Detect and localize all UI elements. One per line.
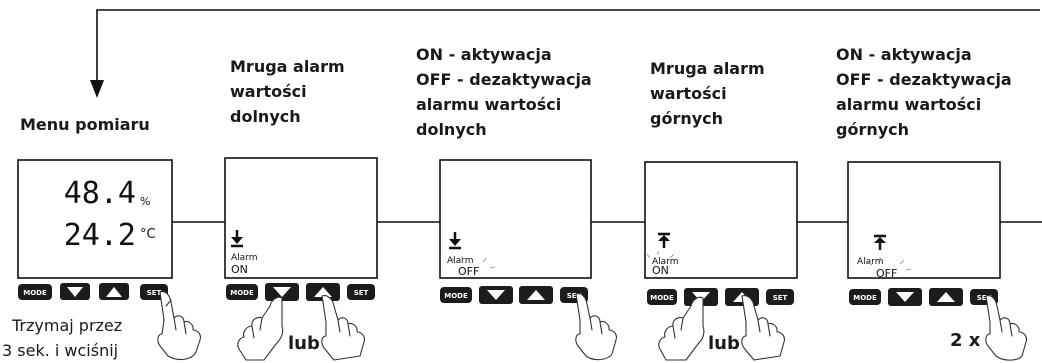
button-row-5: MODE SET <box>849 288 998 306</box>
caption-line: dolnych <box>230 107 301 126</box>
alarm-label: Alarm <box>652 257 678 267</box>
mode-button-label: MODE <box>23 289 47 297</box>
alarm-state: ON <box>652 264 669 277</box>
caption-step-2: Mruga alarm wartości dolnych <box>230 54 345 129</box>
mode-button[interactable] <box>226 284 258 300</box>
caption-line: ON - aktywacja <box>836 45 972 64</box>
caption-line: alarmu wartości <box>416 95 562 114</box>
down-arrow-icon <box>273 287 291 297</box>
loop-connector <box>96 9 1040 84</box>
mode-button-label: MODE <box>650 294 674 302</box>
repeat-count-label: 2 x <box>950 330 981 351</box>
alarm-label: Alarm <box>231 253 257 263</box>
set-button-label: SET <box>773 294 788 302</box>
caption-line: górnych <box>836 120 910 139</box>
mode-button-label: MODE <box>230 289 254 297</box>
down-arrow-icon <box>67 287 83 297</box>
caption-line: Mruga alarm <box>650 59 765 78</box>
caption-line: alarmu wartości <box>836 95 982 114</box>
alarm-label: Alarm <box>857 257 883 267</box>
display-frame-1 <box>17 159 173 279</box>
hand-pointer-icon <box>658 296 705 361</box>
caption-step-3: ON - aktywacja OFF - dezaktywacja alarmu… <box>416 42 592 142</box>
hand-pointer-icon <box>157 291 201 361</box>
hand-pointer-icon <box>985 295 1027 361</box>
caption-line: górnych <box>650 109 724 128</box>
mode-button[interactable] <box>440 287 472 303</box>
or-label-1: lub <box>288 333 320 354</box>
display-frame-4 <box>644 161 798 279</box>
caption-line: ON - aktywacja <box>416 45 552 64</box>
reading-humidity: 48.4 <box>64 176 136 211</box>
mode-button[interactable] <box>849 289 881 305</box>
hand-pointer-icon <box>237 296 284 361</box>
mode-button[interactable] <box>18 284 52 300</box>
set-button-label: SET <box>147 289 162 297</box>
mode-button-label: MODE <box>444 292 468 300</box>
hold-instruction-line-2: 3 sek. i wciśnij <box>2 341 119 360</box>
display-frame-5 <box>847 161 1001 279</box>
caption-line: OFF - dezaktywacja <box>416 70 592 89</box>
up-arrow-icon <box>106 287 122 297</box>
up-arrow-icon <box>527 290 545 300</box>
caption-line: Menu pomiaru <box>20 115 150 134</box>
up-arrow-icon <box>314 287 332 297</box>
caption-line: OFF - dezaktywacja <box>836 70 1012 89</box>
set-button[interactable] <box>347 284 375 300</box>
alarm-state: ON <box>231 263 248 276</box>
alarm-low-icon <box>231 230 243 248</box>
blink-rays <box>646 251 675 259</box>
caption-line: Mruga alarm <box>230 57 345 76</box>
caption-step-1: Menu pomiaru <box>20 112 150 137</box>
alarm-label: Alarm <box>447 256 473 266</box>
hand-pointer-icon <box>575 293 617 361</box>
up-arrow-icon <box>937 292 955 302</box>
alarm-high-icon <box>658 232 670 248</box>
caption-line: dolnych <box>416 120 487 139</box>
button-row-1: MODE SET <box>18 283 168 300</box>
set-button-label: SET <box>977 294 992 302</box>
mode-button-label: MODE <box>853 294 877 302</box>
set-button-label: SET <box>567 292 582 300</box>
alarm-state: OFF <box>458 265 479 278</box>
set-button[interactable] <box>766 289 794 305</box>
set-button-label: SET <box>354 289 369 297</box>
button-row-2: MODE SET <box>226 283 375 301</box>
or-label-2: lub <box>708 333 740 354</box>
loop-arrow-head <box>90 80 104 98</box>
display-frame-3 <box>439 159 592 279</box>
alarm-state: OFF <box>876 267 897 280</box>
alarm-high-icon <box>874 234 886 250</box>
caption-step-5: ON - aktywacja OFF - dezaktywacja alarmu… <box>836 42 1012 142</box>
button-row-3: MODE SET <box>440 286 588 304</box>
down-arrow-icon <box>896 292 914 302</box>
reading-temperature: 24.2 <box>64 218 136 253</box>
alarm-low-icon <box>449 232 461 250</box>
mode-button[interactable] <box>647 289 677 305</box>
blink-rays <box>867 257 912 271</box>
unit-celsius: °C <box>140 227 156 242</box>
hand-pointer-icon <box>321 295 365 361</box>
unit-percent: % <box>140 195 150 208</box>
caption-line: wartości <box>650 84 727 103</box>
hand-pointer-icon <box>741 295 785 361</box>
down-arrow-icon <box>487 290 505 300</box>
caption-line: wartości <box>230 82 307 101</box>
display-frame-2 <box>224 157 378 279</box>
blink-rays <box>451 256 496 269</box>
hold-instruction-line-1: Trzymaj przez <box>12 316 123 335</box>
caption-step-4: Mruga alarm wartości górnych <box>650 56 765 131</box>
button-row-4: MODE SET <box>647 288 794 306</box>
